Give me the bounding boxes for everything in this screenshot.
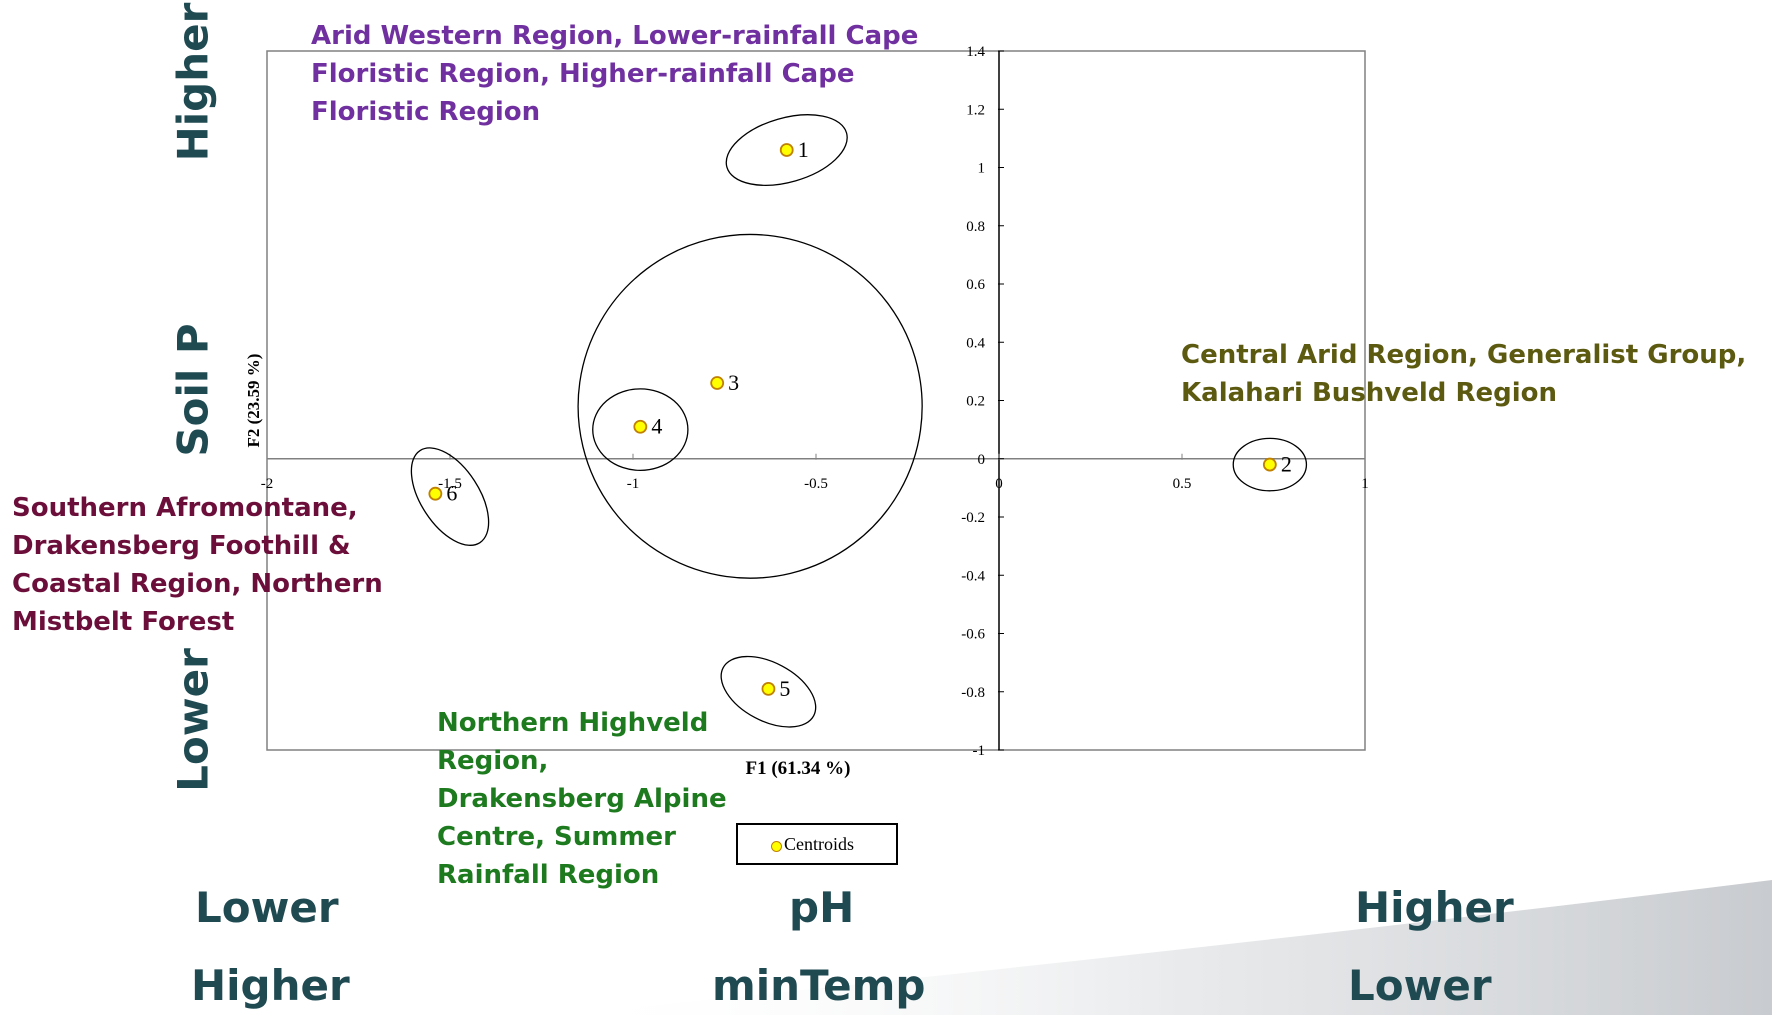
y-tick-label: 0.4 — [966, 335, 985, 351]
centroid-points: 1 2 3 4 5 6 — [428, 137, 1292, 701]
vertical-label-soil-p: Soil P — [168, 323, 218, 457]
group-label-1: Arid Western Region, Lower-rainfall Cape… — [311, 21, 919, 127]
row2-mid-label: minTemp — [712, 961, 926, 1010]
confidence-ellipse-3 — [577, 233, 923, 579]
x-tick-label: -2 — [261, 476, 274, 492]
confidence-ellipse-1 — [725, 114, 848, 186]
centroid-point-3 — [710, 376, 725, 390]
y-tick-label: -0.8 — [961, 685, 985, 701]
centroid-point-4 — [633, 419, 648, 434]
chart-legend: Centroids — [736, 823, 898, 865]
y-tick-label: -1 — [973, 743, 986, 759]
row1-right-label: Higher — [1355, 883, 1514, 932]
row1-mid-label: pH — [789, 883, 855, 932]
centroid-point-6 — [428, 486, 443, 501]
point-label-2: 2 — [1281, 452, 1292, 477]
group-label-5: Northern Highveld Region, Drakensberg Al… — [437, 708, 727, 890]
point-label-1: 1 — [798, 137, 809, 162]
confidence-ellipse-2 — [1232, 437, 1308, 492]
point-label-3: 3 — [728, 370, 739, 395]
confidence-ellipses — [410, 114, 1308, 728]
y-tick-label: 0.2 — [966, 394, 985, 410]
confidence-ellipse-5 — [720, 655, 817, 728]
centroid-point-1 — [779, 143, 794, 157]
row1-left-label: Lower — [195, 883, 339, 932]
y-tick-label: 1.4 — [966, 44, 985, 60]
row2-left-label: Higher — [191, 961, 350, 1010]
group-label-6: Southern Afromontane, Drakensberg Foothi… — [12, 493, 383, 637]
x-tick-label: -1 — [627, 476, 640, 492]
vertical-label-top: Higher — [168, 2, 218, 162]
x-ticks: -2 -1.5 -1 -0.5 0 0.5 1 — [261, 453, 1369, 492]
x-axis-title: F1 (61.34 %) — [745, 758, 850, 779]
confidence-ellipse-4 — [592, 388, 689, 472]
y-tick-label: 1.2 — [966, 102, 985, 118]
x-tick-label: 1 — [1361, 476, 1369, 492]
x-tick-label: 0.5 — [1173, 476, 1192, 492]
x-tick-label: 0 — [995, 476, 1003, 492]
y-tick-label: -0.4 — [961, 568, 985, 584]
plot-frame — [266, 50, 1366, 751]
row2-right-label: Lower — [1348, 961, 1492, 1010]
centroid-point-5 — [761, 681, 776, 696]
y-axis-title: F2 (23.59 %) — [244, 354, 263, 448]
x-tick-label: -0.5 — [804, 476, 828, 492]
confidence-ellipse-6 — [410, 447, 490, 546]
legend-label: Centroids — [784, 833, 854, 854]
vertical-label-bottom: Lower — [168, 648, 218, 792]
y-ticks: 1.4 1.2 1 0.8 0.6 0.4 0.2 0 -0.2 -0.4 -0.6 -0.8 -1 — [961, 44, 1004, 759]
point-label-4: 4 — [651, 414, 662, 439]
x-tick-label: -1.5 — [438, 476, 462, 492]
legend-marker — [771, 841, 782, 852]
y-tick-label: 0 — [978, 452, 986, 468]
point-label-6: 6 — [446, 481, 457, 506]
y-tick-label: 0.8 — [966, 219, 985, 235]
y-tick-label: 0.6 — [966, 277, 985, 293]
y-tick-label: -0.2 — [961, 510, 985, 526]
y-tick-label: -0.6 — [961, 627, 985, 643]
centroid-point-2 — [1262, 457, 1277, 472]
point-label-5: 5 — [779, 676, 790, 701]
y-tick-label: 1 — [978, 161, 986, 177]
group-label-2: Central Arid Region, Generalist Group, K… — [1181, 340, 1747, 408]
